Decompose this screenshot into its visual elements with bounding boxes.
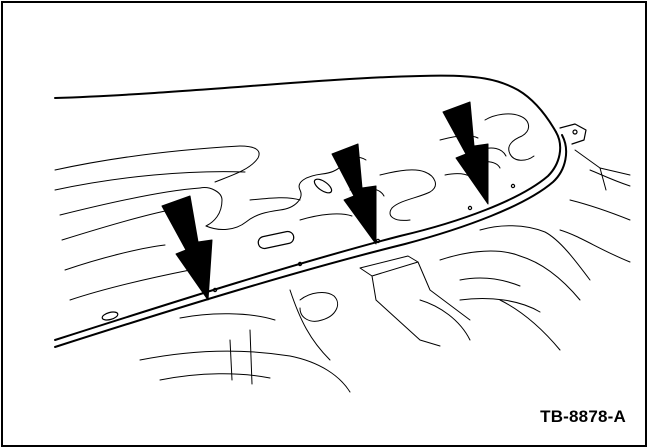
body-structure: [139, 149, 631, 393]
panel-outline: [54, 74, 568, 348]
callout-arrow-right: [442, 101, 489, 205]
mounting-bracket: [559, 123, 587, 145]
callout-arrow-left: [161, 195, 213, 301]
callout-arrow-center: [331, 143, 377, 245]
panel-slots: [101, 178, 516, 321]
figure-id-label: TB-8878-A: [540, 407, 626, 426]
